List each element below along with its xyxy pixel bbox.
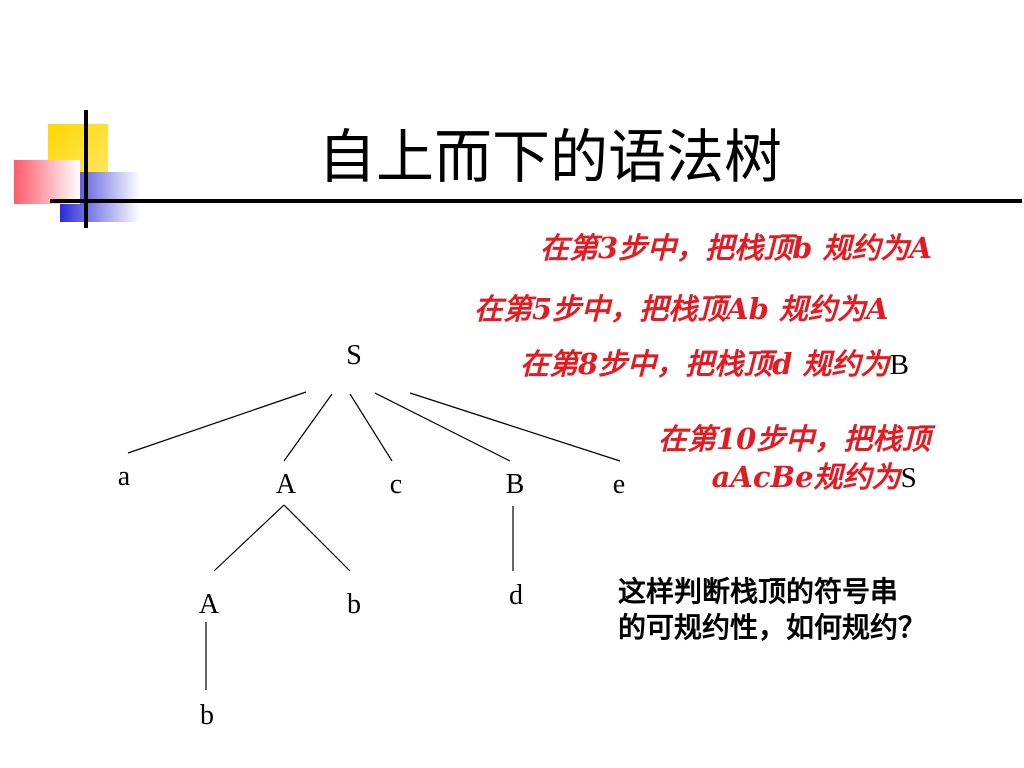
edge-S-a — [127, 391, 307, 454]
slide-title: 自上而下的语法树 — [318, 123, 783, 191]
question-line2: 的可规约性，如何规约？ — [618, 611, 927, 644]
deco-pink-square — [14, 160, 80, 204]
step-10-line2: aAcBe规约为 — [711, 460, 901, 494]
step-5-text: 在第5步中，把栈顶Ab 规约为A — [474, 292, 889, 326]
step-3-note: 在第3步中，把栈顶b 规约为A — [540, 229, 932, 267]
corner-decoration — [14, 110, 140, 228]
step-10-symbol: S — [900, 462, 917, 494]
step-8-text: 在第8步中，把栈顶d 规约为 — [520, 347, 890, 381]
node-A-inner: A — [198, 589, 220, 620]
title-underline — [50, 199, 1022, 203]
node-A: A — [275, 469, 297, 500]
question-text: 这样判断栈顶的符号串 的可规约性，如何规约？ — [618, 574, 926, 646]
step-10-note: 在第10步中，把栈顶 aAcBe规约为S — [658, 420, 930, 497]
edge-A-A — [213, 504, 285, 572]
node-b-leaf: b — [200, 700, 214, 731]
step-10-line1: 在第10步中，把栈顶 — [658, 422, 931, 456]
edge-S-A — [283, 393, 333, 462]
step-3-text: 在第3步中，把栈顶b 规约为A — [540, 231, 933, 265]
node-S-root: S — [346, 340, 362, 371]
node-e: e — [612, 469, 626, 500]
step-8-symbol: B — [889, 349, 909, 381]
step-5-note: 在第5步中，把栈顶Ab 规约为A — [474, 290, 889, 328]
node-b: b — [347, 589, 361, 620]
step-10-line2-wrap: aAcBe规约为S — [698, 458, 930, 497]
node-a: a — [117, 461, 131, 492]
step-8-note: 在第8步中，把栈顶d 规约为B — [520, 345, 909, 384]
node-B: B — [505, 469, 525, 500]
edge-S-e — [409, 392, 621, 462]
edge-A-b — [283, 504, 351, 572]
deco-vertical-line — [84, 110, 88, 228]
node-d: d — [509, 580, 523, 611]
edge-S-B — [374, 392, 511, 462]
question-line1: 这样判断栈顶的符号串 — [618, 575, 899, 608]
node-c: c — [389, 469, 403, 500]
edge-S-c — [349, 393, 393, 462]
